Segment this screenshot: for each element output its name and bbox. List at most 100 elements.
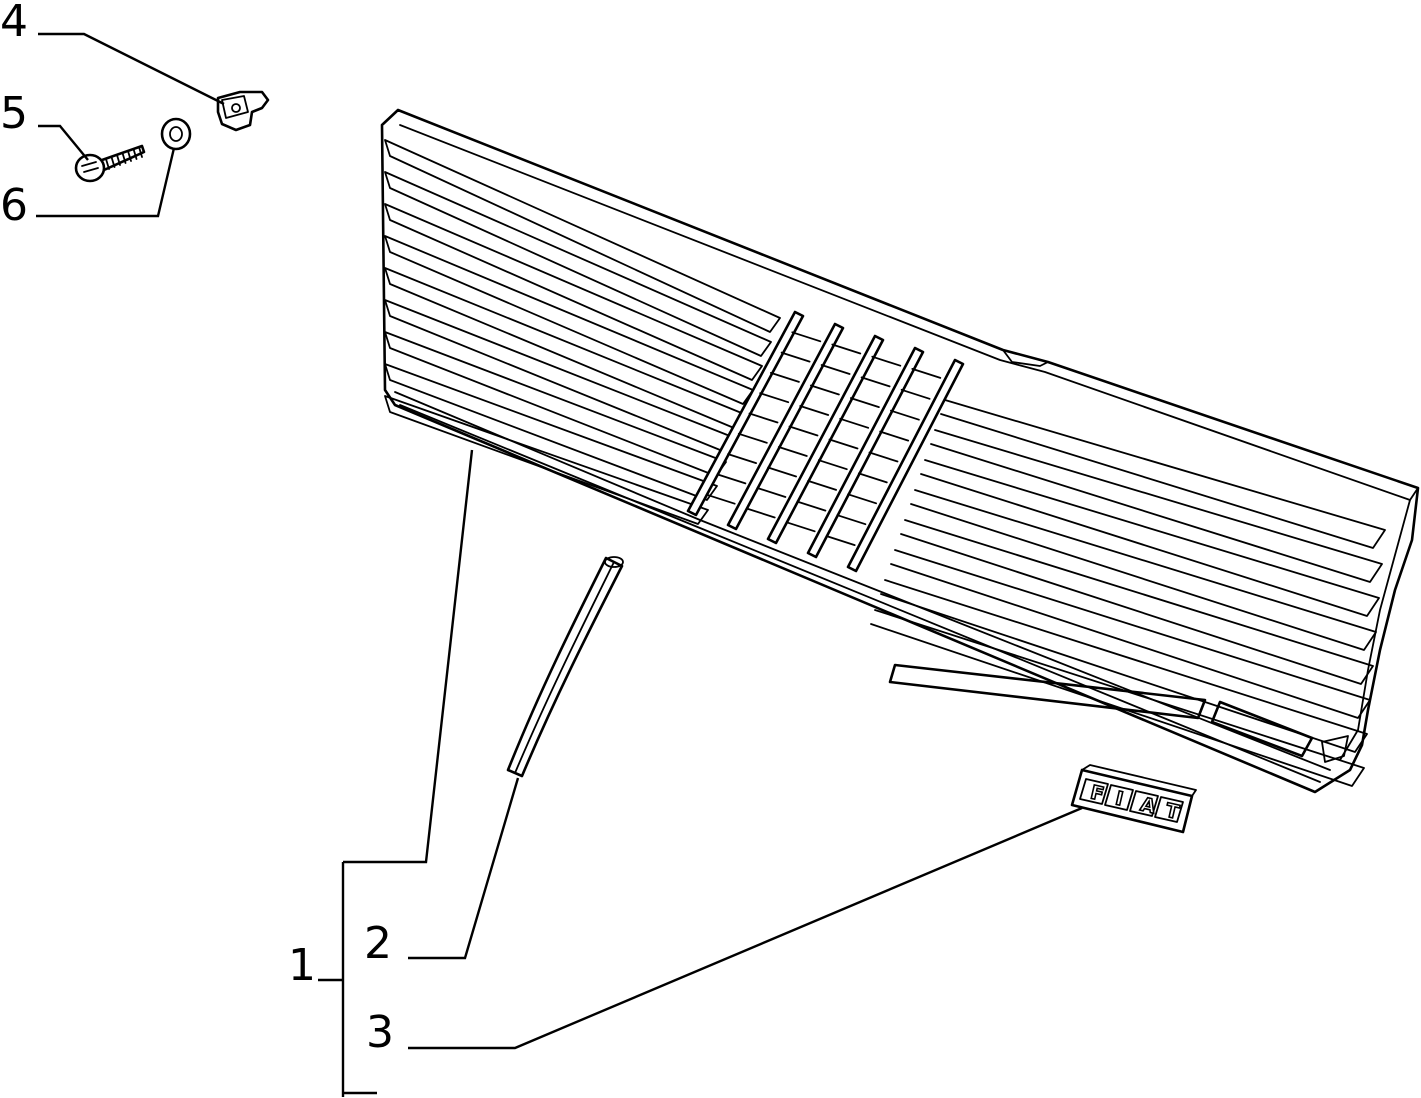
washer-inner — [169, 126, 183, 142]
grille-slat-left — [384, 171, 772, 357]
grille-cross-rib — [727, 453, 757, 465]
grille-cross-rib — [767, 466, 797, 478]
grille-cross-rib — [796, 500, 827, 512]
clip-nut-face — [221, 95, 249, 119]
grille-center-bar — [766, 334, 885, 545]
grille-center-bar — [806, 346, 925, 559]
callout-6: 6 — [0, 180, 28, 231]
grille-cross-rib — [810, 384, 840, 396]
grille-cross-rib — [705, 493, 736, 505]
grille-cross-rib — [756, 487, 787, 498]
grille-center-bar — [686, 310, 805, 517]
grille-cross-rib — [780, 351, 811, 363]
clip-nut-body — [216, 90, 270, 132]
grille-slats-right — [870, 399, 1386, 787]
grille-slat-right — [920, 459, 1380, 617]
badge-letter-cell — [1079, 778, 1109, 805]
screw-head — [74, 153, 106, 183]
badge-back-edge — [1081, 764, 1197, 797]
leader-1-bracket — [318, 449, 474, 1097]
grille-cross-rib — [737, 432, 768, 444]
badge-letter-cell — [1104, 784, 1134, 811]
grille-slat-right — [940, 399, 1386, 549]
badge-letter: A — [1138, 793, 1158, 818]
grille-cross-rib — [759, 392, 790, 404]
grille-cross-rib — [820, 364, 851, 375]
grille-slat-right — [880, 579, 1368, 753]
leader-2 — [408, 777, 520, 960]
grille-center-bar — [846, 358, 965, 573]
grille-cross-rib — [716, 473, 747, 485]
grille-center-bar — [726, 322, 845, 531]
grille-slat-right — [890, 549, 1371, 719]
grille-slat-left — [384, 395, 709, 525]
grille-cross-rib — [828, 438, 859, 450]
grille-cross-rib — [799, 405, 830, 416]
grille-outer-frame — [380, 108, 1420, 794]
grille-cross-rib — [745, 507, 776, 519]
grille-cross-rib — [879, 430, 910, 442]
grille-cross-rib — [791, 331, 822, 343]
leader-lines — [36, 32, 1083, 1097]
washer — [160, 117, 192, 151]
grille-cross-rib — [748, 412, 779, 424]
grille-lower-slot-left — [888, 663, 1207, 720]
leader-4 — [38, 32, 225, 106]
grille-cross-rib — [850, 397, 880, 409]
grille-slat-left — [384, 235, 754, 405]
grille-cross-rib — [831, 343, 862, 355]
grille-slat-left — [384, 139, 781, 333]
grille-cross-rib — [788, 425, 819, 437]
grille-cross-rib — [847, 493, 877, 505]
grille-slat-left — [384, 363, 718, 501]
screw-threads — [105, 146, 143, 170]
screw-head-slot — [81, 161, 99, 173]
grille-right-edge — [1339, 487, 1419, 761]
grille-bottom-band-2 — [399, 404, 1321, 783]
grille-cross-rib — [825, 535, 856, 546]
grille-slat-left — [384, 203, 763, 381]
grille-cross-rib — [860, 376, 891, 388]
callout-1: 1 — [288, 940, 316, 991]
grille-cross-rib — [868, 451, 899, 463]
grille-center-bars — [686, 310, 965, 573]
grille-cross-rib — [857, 472, 888, 484]
grille-cross-rib — [839, 417, 870, 429]
leader-6 — [36, 147, 176, 218]
grille-slat-right — [900, 519, 1374, 685]
trim-strip-outline — [506, 556, 624, 778]
leader-3 — [408, 806, 1083, 1050]
clip-nut-hole — [231, 103, 241, 113]
radiator-grille — [380, 108, 1420, 794]
badge-letter: F — [1088, 781, 1106, 805]
callout-4: 4 — [0, 0, 28, 47]
trim-strip-center-line — [514, 561, 615, 774]
grille-cross-rib — [777, 446, 808, 457]
screw — [74, 144, 146, 183]
badge-body — [1070, 768, 1194, 834]
trim-strip-end — [604, 556, 624, 568]
grille-cross-rib — [871, 355, 902, 367]
callout-2: 2 — [364, 918, 392, 969]
grille-cross-rib — [807, 479, 837, 491]
grille-cross-rib — [817, 459, 848, 471]
grille-top-notch — [1002, 349, 1049, 367]
badge-letter-cell — [1154, 796, 1184, 823]
grille-cross-rib — [911, 367, 942, 379]
clip-nut — [216, 90, 270, 132]
washer-outer — [160, 117, 192, 151]
badge-letter: T — [1163, 799, 1181, 823]
grille-cross-rib — [900, 388, 931, 400]
badge-letter-cell — [1129, 790, 1159, 817]
grille-cross-rib — [785, 521, 816, 533]
grille-slat-right — [910, 489, 1377, 651]
trim-strip — [506, 556, 624, 778]
leader-5 — [38, 124, 89, 161]
grille-slat-right — [870, 609, 1365, 787]
grille-slat-left — [384, 267, 745, 429]
grille-cross-rib — [890, 409, 920, 421]
grille-slat-right — [930, 429, 1383, 583]
